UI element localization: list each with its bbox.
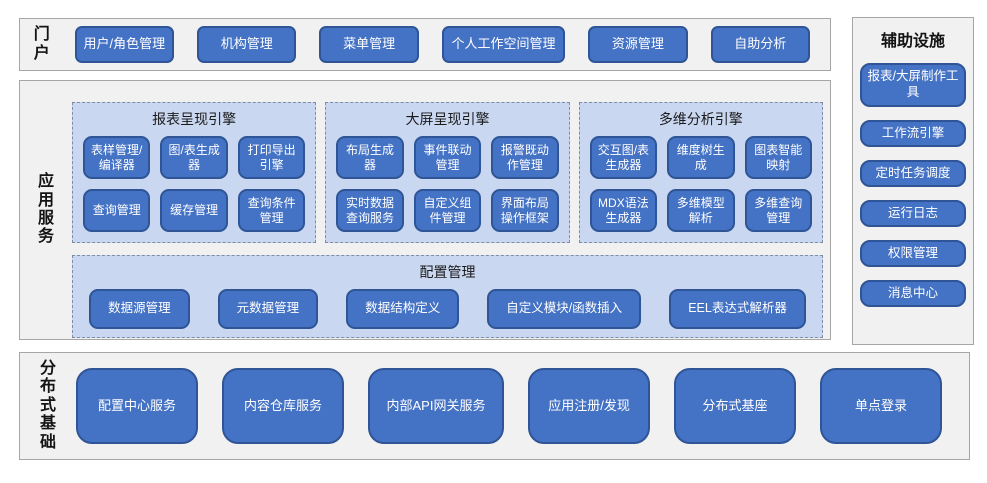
- foundation-buttons: 配置中心服务 内容仓库服务 内部API网关服务 应用注册/发现 分布式基座 单点…: [76, 368, 969, 444]
- portal-section: 门户 用户/角色管理 机构管理 菜单管理 个人工作空间管理 资源管理 自助分析: [19, 18, 831, 71]
- foundation-button[interactable]: 单点登录: [820, 368, 942, 444]
- auxiliary-button[interactable]: 工作流引擎: [860, 120, 966, 147]
- config-button[interactable]: 元数据管理: [217, 289, 319, 329]
- foundation-label-col: 分布式基础: [20, 360, 76, 452]
- auxiliary-section-title: 辅助设施: [880, 33, 945, 50]
- group-button[interactable]: 布局生成器: [336, 136, 404, 179]
- group-button[interactable]: 交互图/表生成器: [589, 136, 658, 179]
- group-button[interactable]: MDX语法生成器: [589, 189, 658, 232]
- engine-groups-row: 报表呈现引擎 表样管理/编译器 图/表生成器 打印导出引擎 查询管理 缓存管理 …: [72, 102, 823, 243]
- bigscreen-engine-group: 大屏呈现引擎 布局生成器 事件联动管理 报警既动作管理 实时数据查询服务 自定义…: [325, 102, 570, 243]
- group-button[interactable]: 打印导出引擎: [237, 136, 306, 179]
- portal-section-label: 门户: [33, 26, 50, 62]
- app-services-section: 应用服务 报表呈现引擎 表样管理/编译器 图/表生成器 打印导出引擎 查询管理 …: [19, 80, 831, 340]
- group-title: 多维分析引擎: [658, 111, 743, 127]
- foundation-button[interactable]: 内部API网关服务: [367, 368, 505, 444]
- group-button[interactable]: 表样管理/编译器: [83, 136, 151, 179]
- auxiliary-buttons: 报表/大屏制作工具 工作流引擎 定时任务调度 运行日志 权限管理 消息中心: [853, 61, 973, 344]
- portal-button[interactable]: 机构管理: [197, 26, 297, 63]
- portal-button[interactable]: 个人工作空间管理: [441, 26, 566, 63]
- group-button[interactable]: 维度树生成: [667, 136, 735, 179]
- group-title: 大屏呈现引擎: [405, 111, 490, 127]
- group-button[interactable]: 自定义组件管理: [413, 189, 482, 232]
- config-button[interactable]: 数据结构定义: [346, 289, 460, 329]
- foundation-button[interactable]: 内容仓库服务: [221, 368, 344, 444]
- app-services-label-col: 应用服务: [20, 81, 72, 339]
- app-services-section-label: 应用服务: [37, 173, 54, 246]
- auxiliary-section: 辅助设施 报表/大屏制作工具 工作流引擎 定时任务调度 运行日志 权限管理 消息…: [852, 17, 974, 345]
- group-grid: 交互图/表生成器 维度树生成 图表智能映射 MDX语法生成器 多维模型解析 多维…: [589, 136, 812, 232]
- auxiliary-button[interactable]: 权限管理: [860, 240, 966, 267]
- foundation-section: 分布式基础 配置中心服务 内容仓库服务 内部API网关服务 应用注册/发现 分布…: [19, 352, 970, 460]
- foundation-button[interactable]: 分布式基座: [674, 368, 796, 444]
- config-management-group: 配置管理 数据源管理 元数据管理 数据结构定义 自定义模块/函数插入 EEL表达…: [72, 255, 823, 338]
- group-button[interactable]: 图/表生成器: [160, 136, 228, 179]
- group-button[interactable]: 实时数据查询服务: [336, 189, 404, 232]
- foundation-button[interactable]: 应用注册/发现: [528, 368, 651, 444]
- group-button[interactable]: 事件联动管理: [413, 136, 482, 179]
- auxiliary-button[interactable]: 消息中心: [860, 280, 966, 307]
- config-buttons: 数据源管理 元数据管理 数据结构定义 自定义模块/函数插入 EEL表达式解析器: [83, 289, 812, 329]
- group-title: 报表呈现引擎: [152, 111, 237, 127]
- olap-engine-group: 多维分析引擎 交互图/表生成器 维度树生成 图表智能映射 MDX语法生成器 多维…: [578, 102, 823, 243]
- group-title: 配置管理: [419, 264, 476, 280]
- foundation-button[interactable]: 配置中心服务: [76, 368, 198, 444]
- group-button[interactable]: 图表智能映射: [744, 136, 812, 179]
- auxiliary-button[interactable]: 定时任务调度: [860, 160, 966, 187]
- group-button[interactable]: 界面布局操作框架: [491, 189, 559, 232]
- group-grid: 表样管理/编译器 图/表生成器 打印导出引擎 查询管理 缓存管理 查询条件管理: [83, 136, 306, 232]
- config-button[interactable]: 数据源管理: [89, 289, 190, 329]
- group-grid: 布局生成器 事件联动管理 报警既动作管理 实时数据查询服务 自定义组件管理 界面…: [336, 136, 559, 232]
- portal-button[interactable]: 资源管理: [588, 26, 688, 63]
- config-button[interactable]: 自定义模块/函数插入: [487, 289, 642, 329]
- group-button[interactable]: 多维模型解析: [667, 189, 735, 232]
- group-button[interactable]: 缓存管理: [160, 189, 228, 232]
- group-button[interactable]: 查询管理: [83, 189, 151, 232]
- portal-button[interactable]: 用户/角色管理: [74, 26, 175, 63]
- group-button[interactable]: 报警既动作管理: [491, 136, 559, 179]
- group-button[interactable]: 查询条件管理: [237, 189, 306, 232]
- portal-buttons: 用户/角色管理 机构管理 菜单管理 个人工作空间管理 资源管理 自助分析: [51, 26, 830, 63]
- report-engine-group: 报表呈现引擎 表样管理/编译器 图/表生成器 打印导出引擎 查询管理 缓存管理 …: [72, 102, 317, 243]
- portal-button[interactable]: 菜单管理: [319, 26, 419, 63]
- auxiliary-button[interactable]: 运行日志: [860, 200, 966, 227]
- auxiliary-button[interactable]: 报表/大屏制作工具: [860, 63, 966, 107]
- config-button[interactable]: EEL表达式解析器: [669, 289, 806, 329]
- portal-button[interactable]: 自助分析: [710, 26, 810, 63]
- group-button[interactable]: 多维查询管理: [744, 189, 812, 232]
- app-services-content: 报表呈现引擎 表样管理/编译器 图/表生成器 打印导出引擎 查询管理 缓存管理 …: [72, 81, 830, 339]
- foundation-section-label: 分布式基础: [39, 360, 56, 451]
